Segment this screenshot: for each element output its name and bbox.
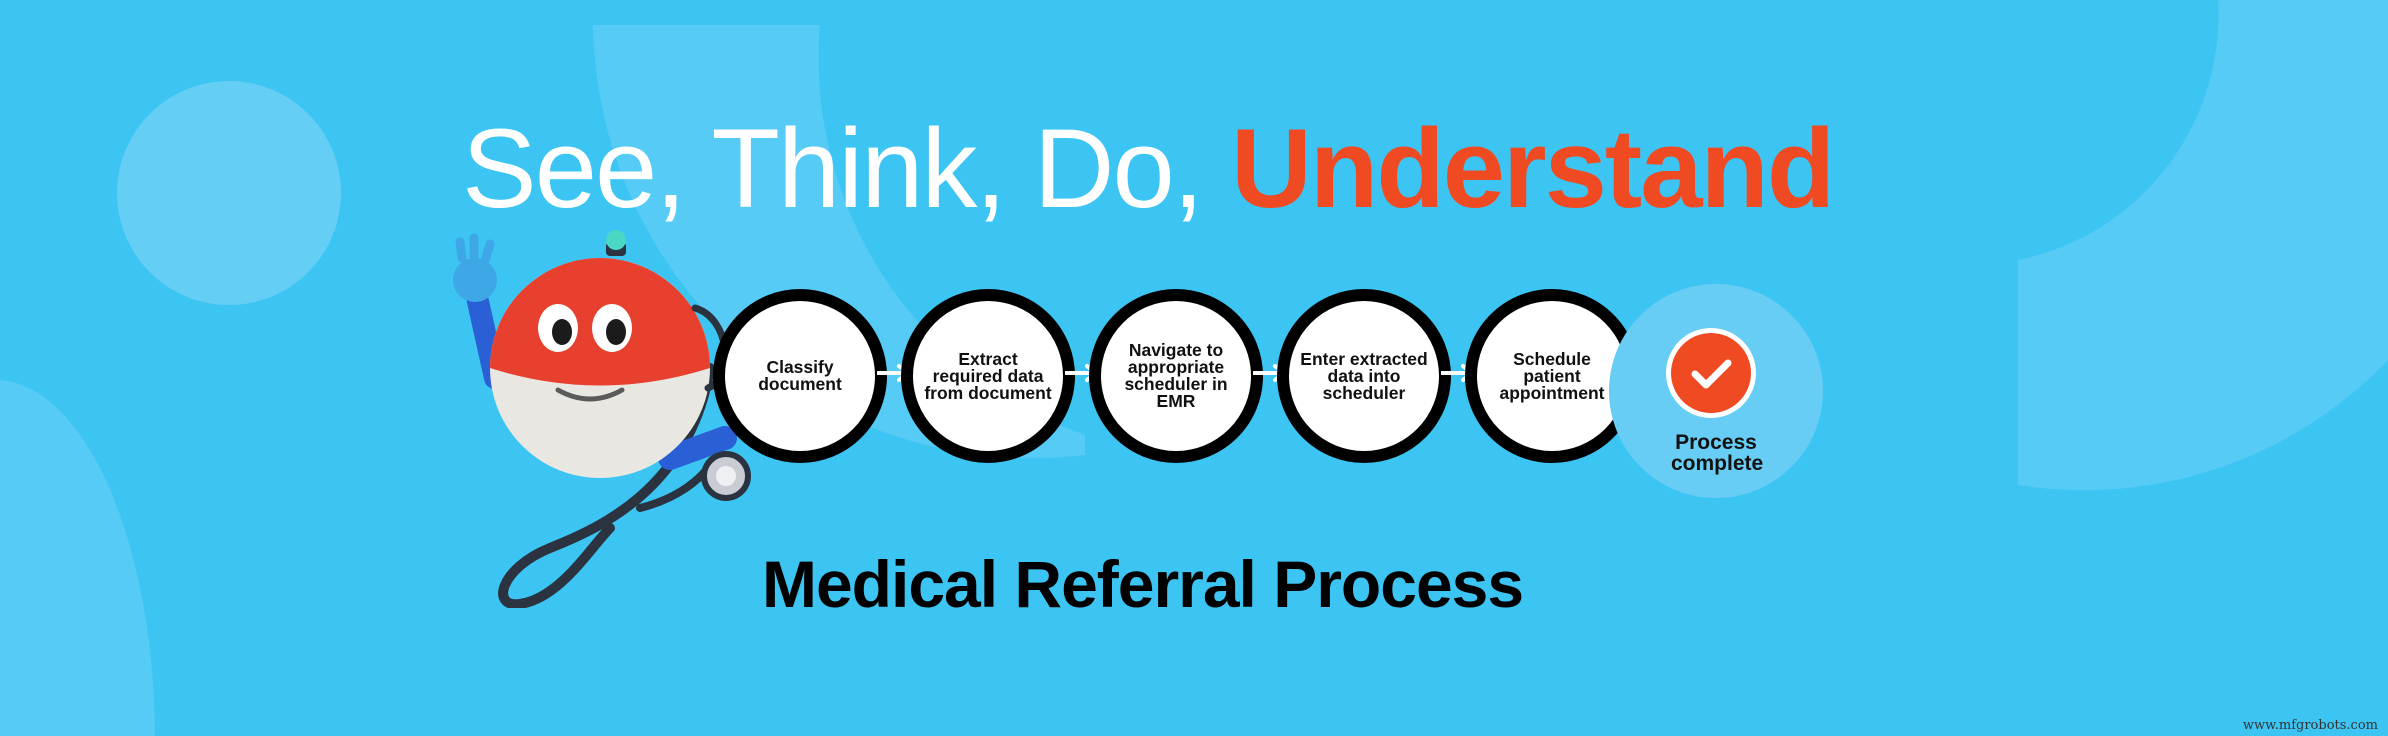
step-label: Classify document (758, 357, 842, 394)
headline: See, Think, Do, Understand (462, 104, 1835, 234)
checkmark-glyph (1691, 359, 1732, 389)
completion-label: Process complete (1616, 432, 1816, 474)
headline-part-1: See, Think, Do, (462, 106, 1204, 231)
watermark: www.mfgrobots.com (2242, 718, 2378, 733)
robot-doctor-mascot-icon (453, 230, 751, 608)
step-classify: Classify document (713, 289, 887, 463)
step-extract: Extract required data from document (901, 289, 1075, 463)
completion-text: Process complete (1671, 431, 1764, 475)
checkmark-icon (1671, 333, 1751, 413)
step-label: Navigate to appropriate scheduler in EMR (1124, 340, 1228, 411)
subtitle: Medical Referral Process (762, 547, 1524, 621)
step-enter: Enter extracted data into scheduler (1277, 289, 1451, 463)
step-label: Schedule patient appointment (1499, 348, 1605, 403)
step-label: Enter extracted data into scheduler (1300, 348, 1428, 403)
step-navigate: Navigate to appropriate scheduler in EMR (1089, 289, 1263, 463)
step-label: Extract required data from document (924, 348, 1052, 403)
headline-part-2: Understand (1231, 106, 1835, 231)
